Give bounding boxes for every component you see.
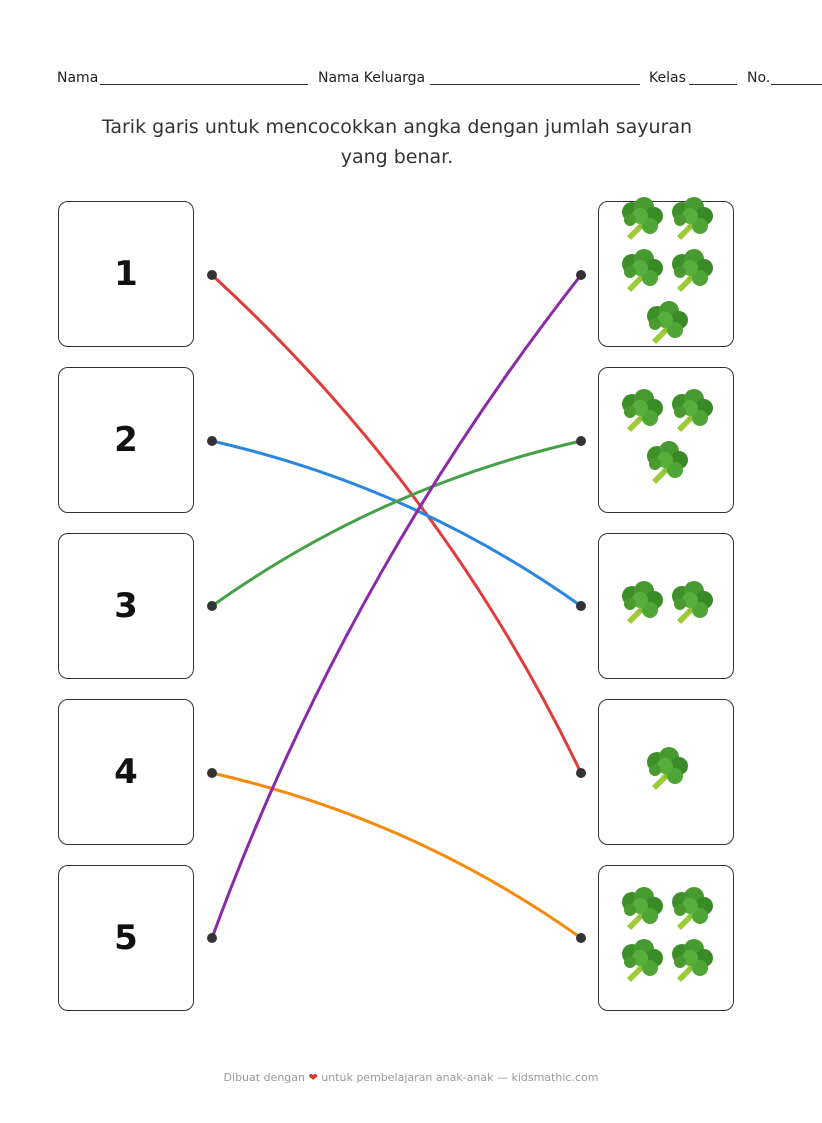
broccoli-icon [618, 196, 666, 248]
right-dot-2[interactable] [576, 436, 586, 446]
broccoli-icon [668, 388, 716, 440]
number-label: 4 [114, 752, 138, 792]
number-label: 5 [114, 918, 138, 958]
family-name-label: Nama Keluarga [318, 70, 426, 86]
footer-suffix: untuk pembelajaran anak-anak — kidsmathi… [321, 1071, 599, 1084]
number-card-4: 4 [58, 699, 194, 845]
number-label: 1 [114, 254, 138, 294]
heart-icon: ❤ [308, 1071, 318, 1084]
footer: Dibuat dengan ❤ untuk pembelajaran anak-… [0, 1071, 822, 1084]
broccoli-icon [618, 248, 666, 300]
broccoli-icon [668, 580, 716, 632]
right-dot-5[interactable] [576, 933, 586, 943]
number-field[interactable] [771, 84, 822, 85]
broccoli-icon [668, 248, 716, 300]
broccoli-icon [668, 886, 716, 938]
name-field[interactable] [100, 84, 308, 85]
vegetable-card-5 [598, 865, 734, 1011]
number-card-2: 2 [58, 367, 194, 513]
left-dot-3[interactable] [207, 601, 217, 611]
vegetable-card-3 [598, 533, 734, 679]
class-field[interactable] [689, 84, 737, 85]
left-dot-1[interactable] [207, 270, 217, 280]
number-card-5: 5 [58, 865, 194, 1011]
family-name-field[interactable] [430, 84, 640, 85]
match-line-4 [211, 771, 582, 940]
left-dot-4[interactable] [207, 768, 217, 778]
vegetable-card-4 [598, 699, 734, 845]
broccoli-icon [643, 440, 691, 492]
vegetable-card-1 [598, 197, 734, 347]
broccoli-icon [618, 580, 666, 632]
instruction-text: Tarik garis untuk mencocokkan angka deng… [101, 116, 693, 168]
match-line-5 [210, 274, 583, 939]
class-label: Kelas [649, 70, 686, 86]
match-line-3 [211, 439, 582, 608]
number-card-1: 1 [58, 201, 194, 347]
broccoli-icon [618, 388, 666, 440]
right-dot-4[interactable] [576, 768, 586, 778]
broccoli-icon [643, 300, 691, 352]
broccoli-icon [643, 746, 691, 798]
right-dot-1[interactable] [576, 270, 586, 280]
broccoli-icon [668, 196, 716, 248]
broccoli-icon [668, 938, 716, 990]
number-label: 3 [114, 586, 138, 626]
footer-prefix: Dibuat dengan [223, 1071, 305, 1084]
match-line-2 [211, 439, 582, 608]
broccoli-icon [618, 886, 666, 938]
name-label: Nama [57, 70, 99, 86]
broccoli-icon [618, 938, 666, 990]
left-dot-5[interactable] [207, 933, 217, 943]
number-label: No. [747, 70, 771, 86]
number-card-3: 3 [58, 533, 194, 679]
number-label: 2 [114, 420, 138, 460]
left-dot-2[interactable] [207, 436, 217, 446]
right-dot-3[interactable] [576, 601, 586, 611]
vegetable-card-2 [598, 367, 734, 513]
